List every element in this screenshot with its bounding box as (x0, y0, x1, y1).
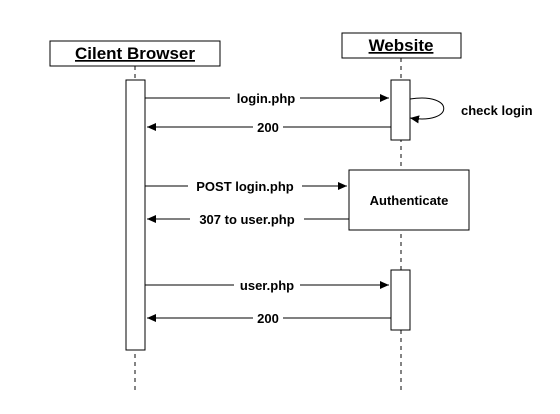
message-200-second: 200 (147, 310, 391, 326)
website-activation-bar-1 (390, 79, 411, 141)
message-307-to-user-php: 307 to user.php (147, 211, 349, 227)
client-activation-bar (125, 79, 146, 351)
message-login-php: login.php (145, 90, 389, 106)
authenticate-label: Authenticate (370, 193, 449, 208)
message-label: 200 (257, 311, 279, 326)
client-participant-label: Cilent Browser (75, 44, 195, 63)
message-label: login.php (237, 91, 296, 106)
message-label: 200 (257, 120, 279, 135)
message-label: 307 to user.php (199, 212, 294, 227)
website-participant: Website (341, 32, 462, 59)
message-user-php: user.php (145, 277, 389, 293)
message-label: POST login.php (196, 179, 294, 194)
authenticate-box: Authenticate (348, 169, 470, 231)
self-message-label: check login (461, 103, 533, 118)
self-message-check-login: check login (409, 97, 533, 124)
message-post-login-php: POST login.php (145, 178, 347, 194)
client-participant: Cilent Browser (49, 40, 221, 67)
message-200-first: 200 (147, 119, 391, 135)
message-label: user.php (240, 278, 294, 293)
website-activation-bar-2 (390, 269, 411, 331)
website-participant-label: Website (369, 36, 434, 55)
